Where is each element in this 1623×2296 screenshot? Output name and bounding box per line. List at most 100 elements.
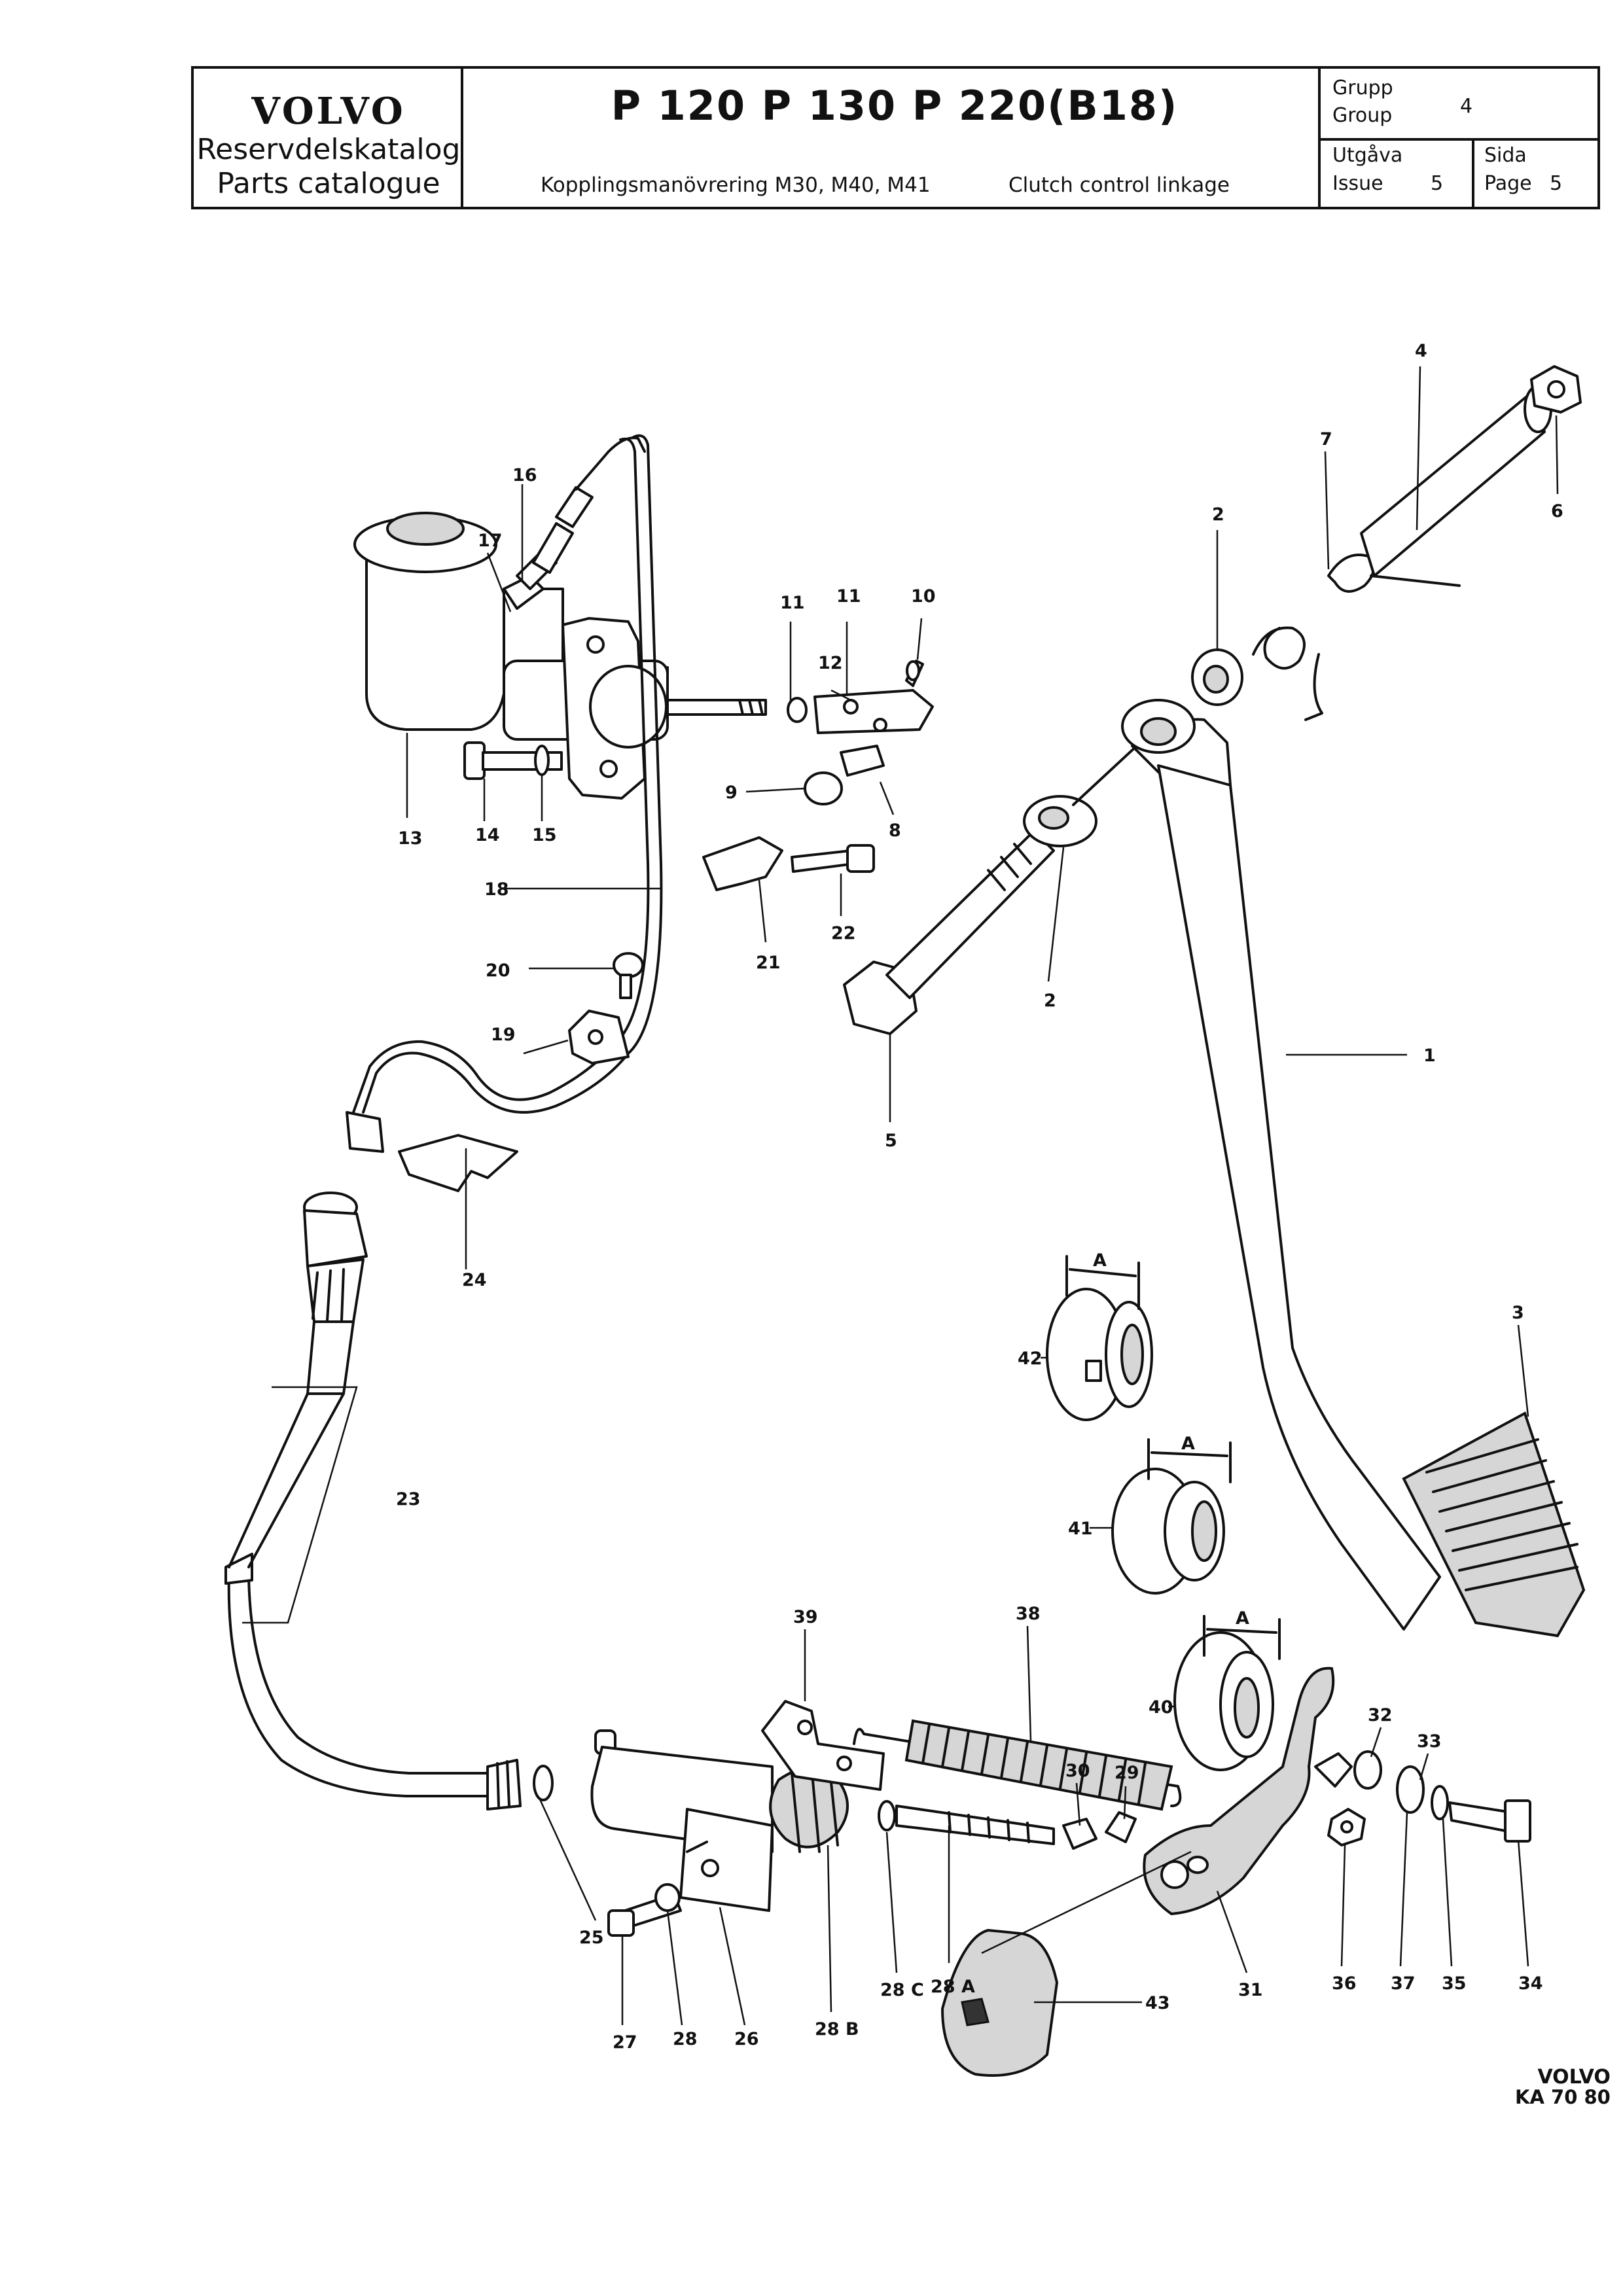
dimension-a-41 [1147,1438,1232,1483]
callout-30: 30 [1065,1761,1090,1781]
catalogue-title-en: Parts catalogue [217,167,440,200]
page-value: 5 [1550,172,1563,195]
callout-10: 10 [911,586,936,607]
mounting-bolt [463,741,563,780]
callout-20: 20 [486,961,510,981]
hose-bracket-leader [242,1386,358,1624]
hydraulic-pipe [362,434,663,1114]
callout-8: 8 [889,821,901,841]
page-label-en: Page [1484,172,1532,195]
catalogue-header: VOLVO Reservdelskatalog Parts catalogue … [191,66,1600,209]
push-rod-assembly [769,1765,1137,1853]
callout-43: 43 [1145,1993,1170,2013]
callout-31: 31 [1238,1980,1263,2000]
callout-3: 3 [1512,1303,1524,1323]
callout-15: 15 [532,825,557,845]
callout-39: 39 [793,1607,818,1627]
section-title-sv: Kopplingsmanövrering M30, M40, M41 [541,173,931,197]
hose-connector [303,1111,518,1395]
header-divider [461,69,463,207]
hose-hidden-line [228,1392,345,1568]
drawing-code-id: KA 70 80 [1515,2086,1611,2108]
callout-28: 28 [673,2029,698,2049]
pedal-shaft-assembly [1191,365,1582,721]
callout-13: 13 [398,828,423,849]
callout-27: 27 [613,2032,637,2053]
page-label-sv: Sida [1484,144,1527,167]
callout-41: 41 [1068,1519,1093,1539]
header-divider [1318,69,1321,207]
pivot-bolt [843,718,1166,1035]
callout-26: 26 [734,2029,759,2049]
drawing-code: VOLVO KA 70 80 [1515,2066,1611,2108]
dimension-label-a-41: A [1181,1434,1195,1454]
group-value: 4 [1460,95,1473,118]
callout-33: 33 [1417,1731,1442,1752]
callout-25: 25 [579,1928,604,1948]
clevis-assembly [787,660,934,805]
callout-28b: 28 B [815,2019,859,2040]
callout-34: 34 [1518,1973,1543,1994]
release-fork [1143,1667,1531,1916]
hydraulic-pipe-outline [352,437,650,1114]
callout-2-upper: 2 [1212,504,1224,525]
drawing-code-brand: VOLVO [1537,2066,1611,2089]
flexible-hose [227,1572,489,1797]
callout-5: 5 [885,1131,897,1151]
release-bearing-42 [1046,1288,1153,1421]
slave-cylinder [486,1729,774,1937]
callout-18: 18 [484,879,509,900]
callout-35: 35 [1442,1973,1467,1994]
section-title-en: Clutch control linkage [1008,173,1230,197]
callout-19: 19 [491,1025,516,1045]
callout-40: 40 [1149,1697,1173,1718]
callout-29: 29 [1115,1763,1139,1783]
callout-14: 14 [475,825,500,845]
header-divider [1318,138,1597,141]
callout-24: 24 [462,1270,487,1290]
release-bearing-40 [1173,1631,1274,1771]
fork-rubber-boot [940,1850,1192,2077]
callout-leaders [406,366,1559,2026]
group-label-sv: Grupp [1332,77,1393,99]
return-spring [761,1700,1182,1811]
issue-label-sv: Utgåva [1332,144,1403,167]
catalogue-title-sv: Reservdelskatalog [196,133,461,166]
pipe-bracket [702,836,875,891]
callout-6: 6 [1551,501,1563,521]
pipe-clip [568,952,644,1065]
callout-36: 36 [1332,1973,1357,1994]
flexible-hose-outline [247,1572,489,1775]
brand-logo: VOLVO [251,90,406,133]
callout-12: 12 [818,653,843,673]
pedal-pad [1402,1411,1586,1638]
clutch-pedal [1121,699,1441,1631]
callout-22: 22 [831,923,856,944]
issue-value: 5 [1431,172,1444,195]
callout-4: 4 [1415,341,1427,361]
callout-38: 38 [1016,1604,1041,1624]
callout-2-lower: 2 [1044,991,1056,1011]
callout-23: 23 [396,1489,421,1510]
group-label-en: Group [1332,104,1393,127]
callout-17: 17 [478,531,503,551]
callout-7: 7 [1320,429,1332,450]
callout-16: 16 [512,465,537,486]
callout-42: 42 [1018,1349,1043,1369]
callout-11-right: 11 [836,586,861,607]
dimension-label-a-40: A [1236,1608,1249,1629]
callout-28a: 28 A [931,1977,975,1997]
callout-9: 9 [725,783,738,803]
model-list: P 120 P 130 P 220(B18) [611,82,1179,130]
callout-numbers: 1 2 2 3 4 5 6 7 8 9 10 11 11 12 13 14 15… [396,341,1563,2053]
callout-21: 21 [756,953,781,973]
header-divider [1472,138,1474,207]
callout-37: 37 [1391,1973,1416,1994]
master-cylinder [353,512,767,800]
dimension-a-40 [1203,1615,1281,1660]
pipe-fitting [503,436,646,610]
callout-11-left: 11 [780,593,805,613]
issue-label-en: Issue [1332,172,1383,195]
release-bearing-41 [1111,1468,1225,1595]
